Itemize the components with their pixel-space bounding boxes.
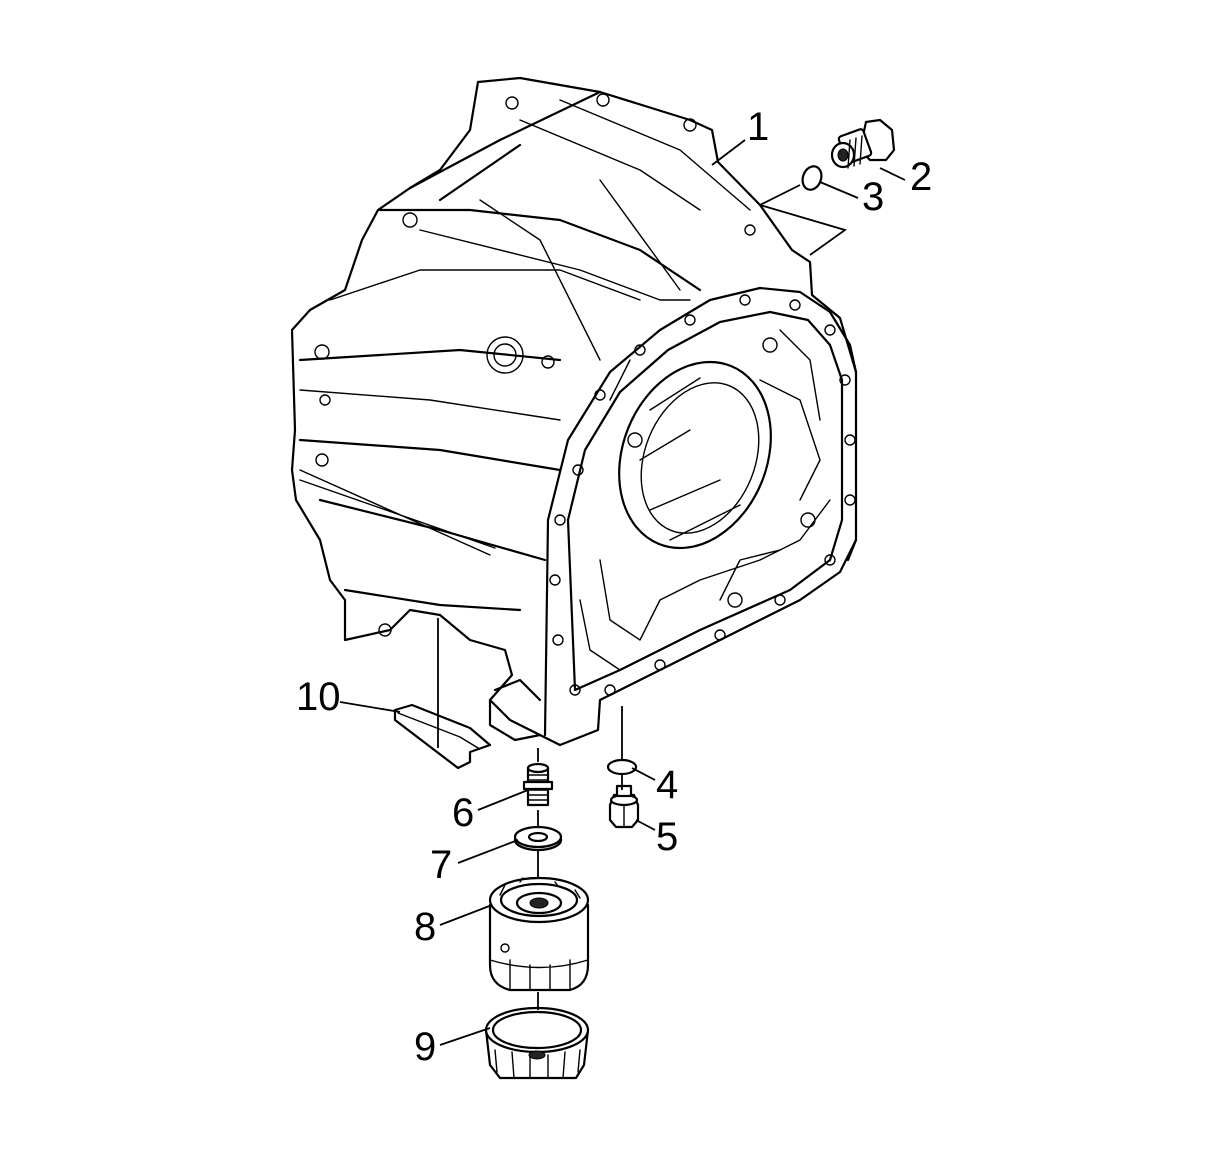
retaining-clip: [393, 703, 492, 770]
o-ring-upper: [801, 165, 823, 191]
callout-labels: 1 2 3 4 5 6 7 8 9 10: [296, 105, 932, 1069]
callout-9: 9: [414, 1025, 436, 1069]
filter-wrench-cap: [484, 1006, 590, 1080]
callout-3: 3: [862, 175, 884, 219]
oil-filter: [488, 876, 590, 992]
callout-7: 7: [430, 843, 452, 887]
callout-1: 1: [747, 105, 769, 149]
washer: [513, 825, 563, 852]
threaded-nipple: [522, 762, 554, 807]
callout-10: 10: [296, 675, 341, 719]
callout-8: 8: [414, 905, 436, 949]
sealing-ring: [606, 758, 638, 776]
transmission-housing: [290, 76, 858, 747]
plug-screw: [608, 784, 640, 829]
callout-5: 5: [656, 815, 678, 859]
assembly-lines: [437, 184, 848, 1010]
callout-2: 2: [910, 155, 932, 199]
callout-6: 6: [452, 791, 474, 835]
pressure-switch: [830, 118, 896, 169]
leader-lines: [339, 139, 906, 1046]
callout-4: 4: [656, 763, 678, 807]
